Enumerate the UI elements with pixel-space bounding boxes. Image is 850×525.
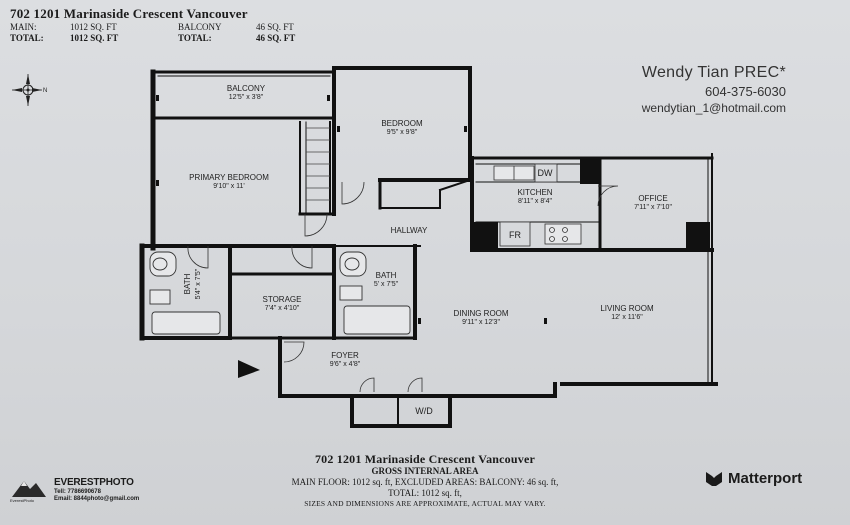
everestphoto-logo: EverestPhoto EVERESTPHOTO Tell: 77866906… — [10, 477, 150, 507]
bath-right-label: BATH — [376, 271, 397, 280]
balcony-value: 46 SQ. FT — [256, 22, 294, 32]
bath-right-dims: 5' x 7'5" — [374, 281, 399, 288]
footer-areas-line: MAIN FLOOR: 1012 sq. ft, EXCLUDED AREAS:… — [291, 477, 559, 487]
office-label: OFFICE — [638, 194, 667, 203]
everestphoto-name: EVERESTPHOTO — [54, 477, 134, 488]
bath-left-dims: 5'4" x 7'5" — [195, 268, 202, 299]
primary-bedroom-dims: 9'10" x 11' — [213, 183, 245, 190]
bath-fixtures — [149, 251, 411, 335]
footer-address: 702 1201 Marinaside Crescent Vancouver — [314, 452, 536, 466]
matterport-icon — [706, 472, 722, 486]
doors — [187, 181, 619, 393]
total-label: TOTAL: — [10, 33, 44, 43]
total-value: 1012 SQ. FT — [70, 33, 119, 43]
balcony-total-label: TOTAL: — [178, 33, 212, 43]
footer-area-type: GROSS INTERNAL AREA — [371, 466, 479, 476]
bath-left-label: BATH — [183, 273, 192, 294]
balcony-label: BALCONY — [178, 22, 222, 32]
bedroom-dims: 9'5" x 9'8" — [387, 129, 418, 136]
dining-room-label: DINING ROOM — [453, 309, 508, 318]
foyer-label: FOYER — [331, 351, 359, 360]
office-dims: 7'11" x 7'10" — [634, 204, 672, 211]
dishwasher-label: DW — [538, 168, 553, 178]
dining-room-dims: 9'11" x 12'3" — [462, 319, 500, 326]
wall-columns — [474, 158, 710, 250]
stairs — [306, 127, 330, 201]
compass-icon: N — [12, 74, 47, 106]
kitchen-dims: 8'11" x 8'4" — [518, 198, 552, 205]
fridge-label: FR — [509, 230, 521, 240]
balcony-dims: 12'5" x 3'8" — [229, 94, 264, 101]
bedroom-label: BEDROOM — [381, 119, 423, 128]
footer-total-line: TOTAL: 1012 sq. ft, — [388, 488, 462, 498]
agent-contact: Wendy Tian PREC* 604-375-6030 wendytian_… — [642, 64, 786, 115]
agent-name: Wendy Tian PREC* — [641, 64, 786, 81]
foyer-dims: 9'6" x 4'8" — [330, 361, 361, 368]
hallway-label: HALLWAY — [391, 226, 428, 235]
balcony-label: BALCONY — [227, 84, 266, 93]
kitchen-fixtures — [493, 163, 582, 247]
entry-arrow-icon — [238, 360, 260, 378]
agent-phone: 604-375-6030 — [705, 84, 786, 99]
matterport-text: Matterport — [728, 470, 803, 487]
living-room-dims: 12' x 11'6" — [611, 314, 643, 321]
living-room-label: LIVING ROOM — [600, 304, 654, 313]
kitchen-label: KITCHEN — [517, 188, 552, 197]
storage-dims: 7'4" x 4'10" — [265, 305, 300, 312]
balcony-total-value: 46 SQ. FT — [256, 33, 296, 43]
main-value: 1012 SQ. FT — [70, 22, 117, 32]
header-title: 702 1201 Marinaside Crescent Vancouver — [10, 6, 248, 21]
walls — [139, 66, 718, 428]
footer-disclaimer: SIZES AND DIMENSIONS ARE APPROXIMATE, AC… — [304, 499, 546, 508]
wall-ticks — [156, 95, 547, 324]
everestphoto-email: Email: 8844photo@gmail.com — [54, 496, 140, 502]
primary-bedroom-label: PRIMARY BEDROOM — [189, 173, 269, 182]
agent-email: wendytian_1@hotmail.com — [641, 101, 786, 115]
mountain-icon — [12, 481, 46, 497]
everestphoto-tel: Tell: 7786690678 — [54, 489, 101, 495]
compass-n-label: N — [43, 88, 47, 94]
everestphoto-small: EverestPhoto — [10, 498, 35, 503]
washer-dryer-label: W/D — [415, 406, 433, 416]
storage-label: STORAGE — [263, 295, 302, 304]
main-label: MAIN: — [10, 22, 37, 32]
